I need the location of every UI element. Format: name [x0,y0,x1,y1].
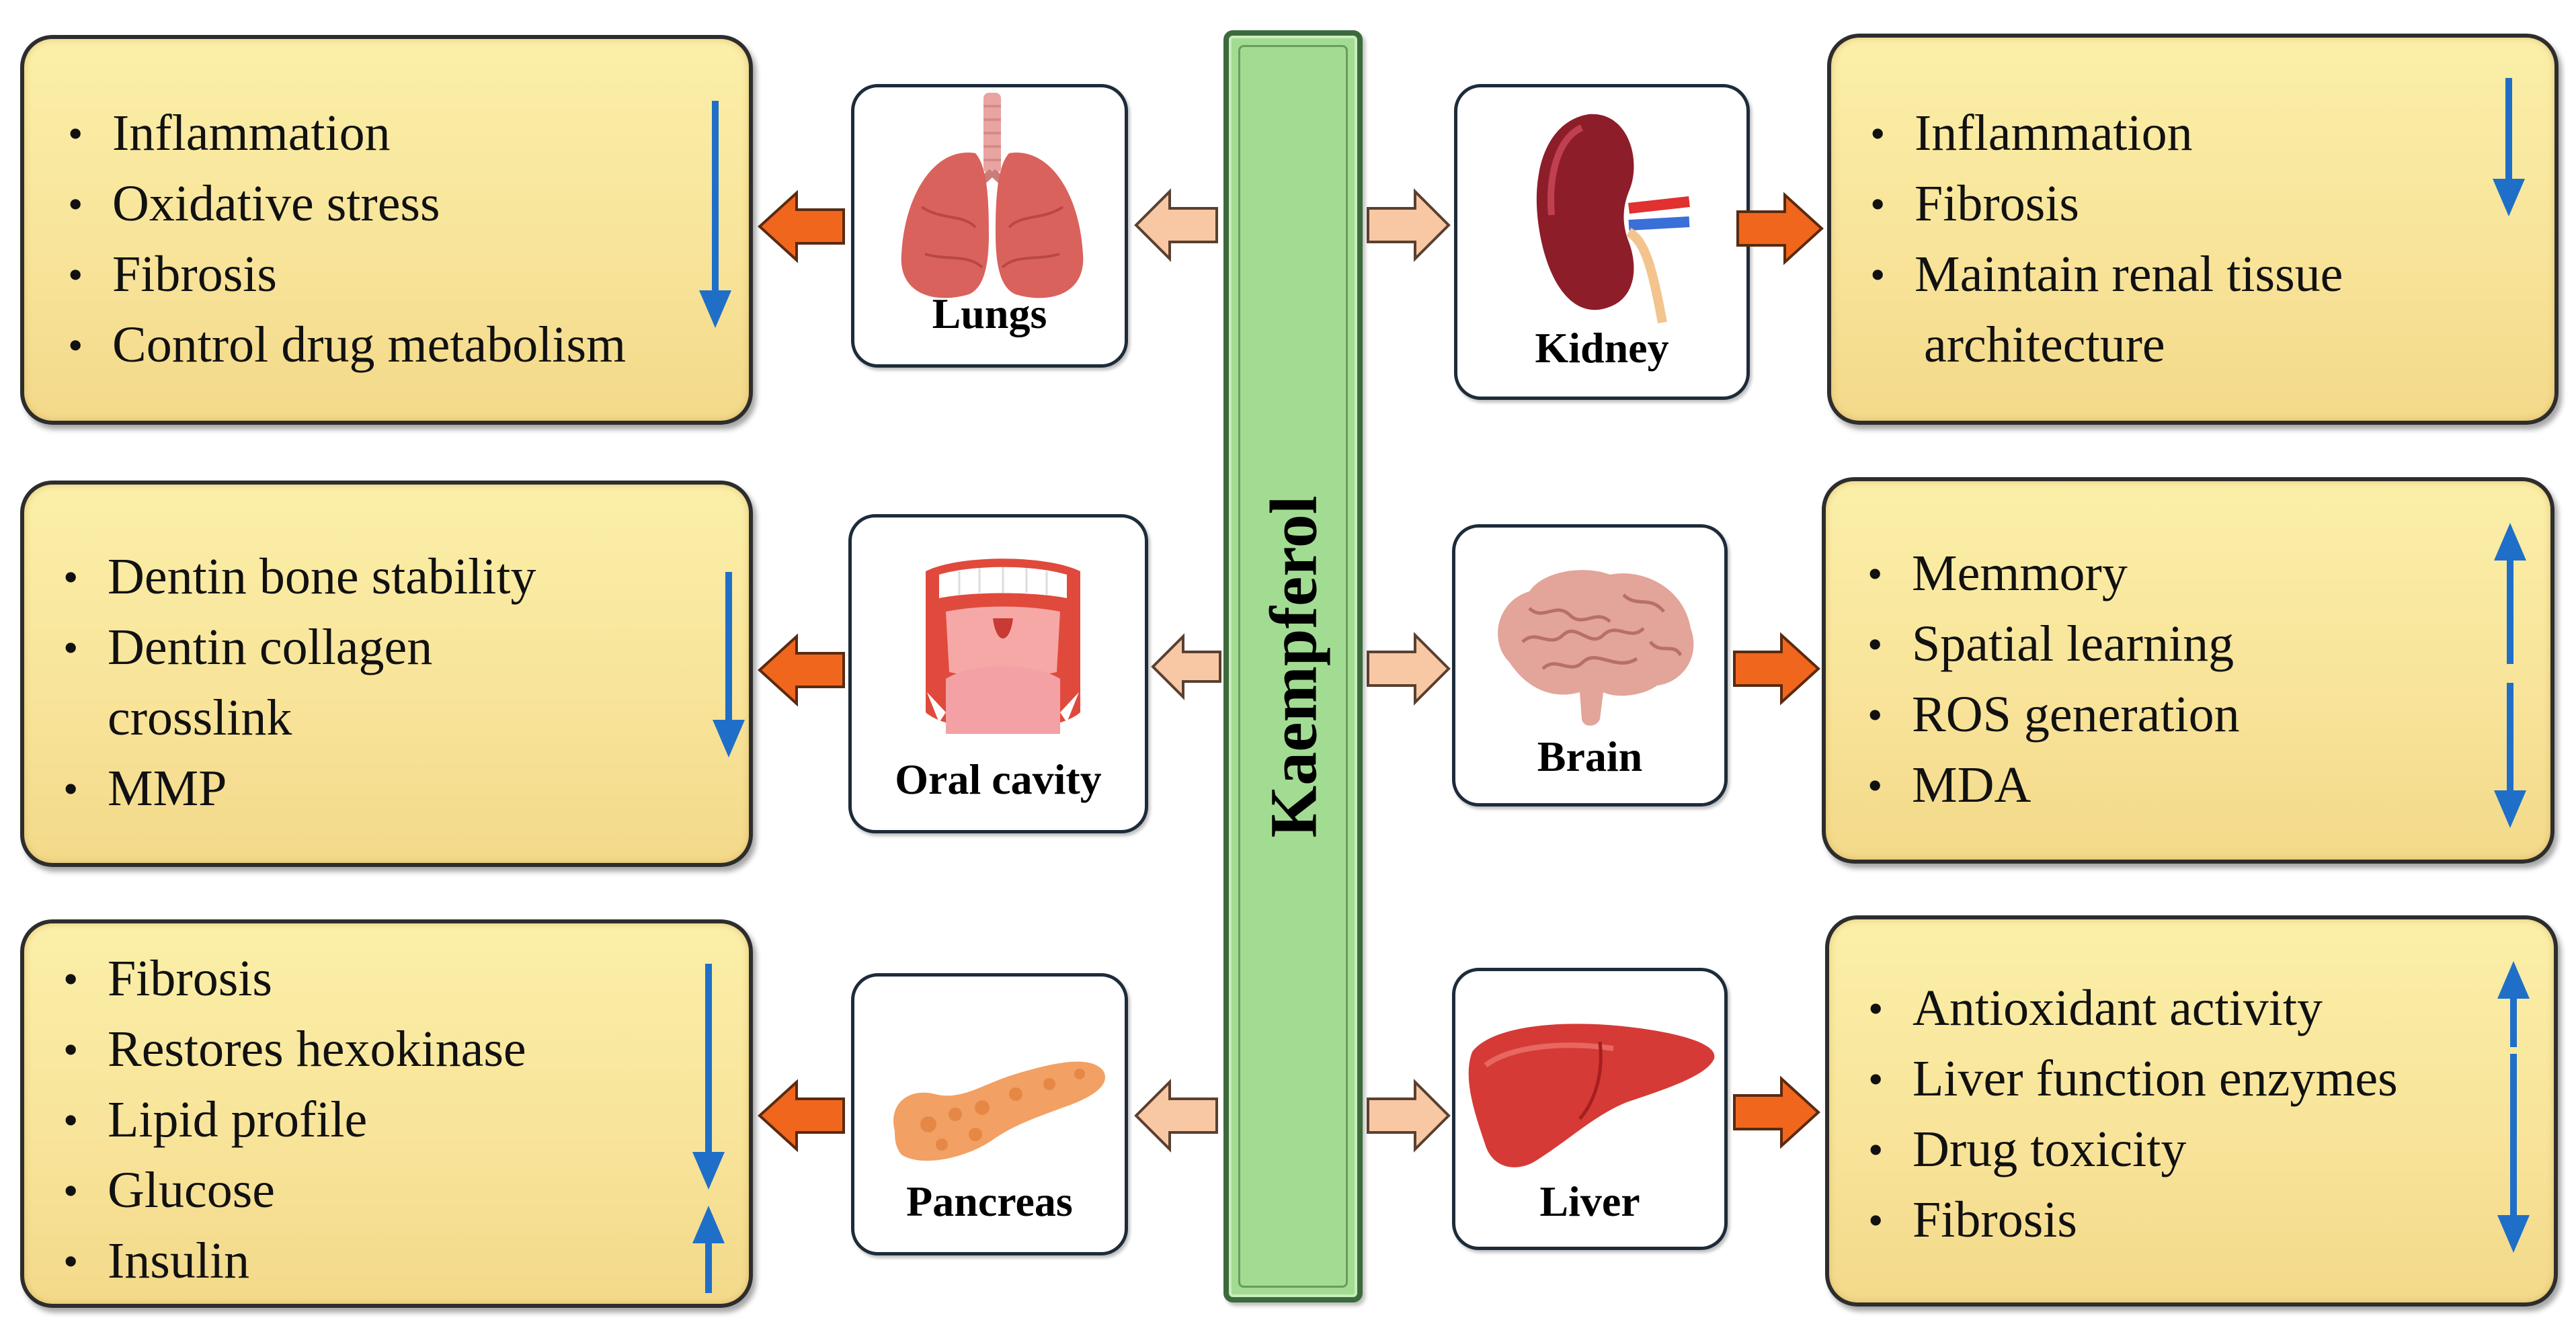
lungs-effect-item: Oxidative stress [68,169,626,239]
kidney-effect-item: Inflammation [1870,98,2343,169]
oral-effects-box: Dentin bone stability Dentin collagen cr… [20,481,753,867]
brain-icon [1498,570,1694,726]
liver-effect-item: Liver function enzymes [1868,1044,2398,1114]
center-bar-inner-border [1238,45,1348,1288]
kidney-trend-down-arrow-icon [2493,78,2525,216]
pancreas-label: Pancreas [906,1177,1073,1225]
oral-cavity-label: Oral cavity [895,755,1102,803]
lungs-effects-box: Inflammation Oxidative stress Fibrosis C… [20,35,753,425]
lungs-label: Lungs [932,290,1047,337]
liver-card: Liver [1452,968,1728,1250]
kidney-effect-item-continuation: architecture [1924,317,2165,373]
pancreas-effects-box: Fibrosis Restores hexokinase Lipid profi… [20,919,753,1308]
brain-effect-item: MDA [1867,750,2240,821]
oral-effect-item: Dentin bone stability [63,542,536,612]
arrow-center-to-brain-icon [1367,632,1451,706]
arrow-lungs-to-effects-icon [758,190,845,263]
center-label: Kaempferol [1256,495,1330,838]
arrow-kidney-to-effects-icon [1736,192,1824,265]
kidney-effects-list: Inflammation Fibrosis Maintain renal tis… [1870,98,2343,380]
arrow-center-to-pancreas-icon [1134,1079,1218,1153]
pancreas-effect-item: Fibrosis [63,944,526,1014]
liver-effects-list: Antioxidant activity Liver function enzy… [1868,973,2398,1255]
kidney-label: Kidney [1535,324,1669,372]
arrow-oral-to-effects-icon [758,633,845,707]
kidney-effect-item: Fibrosis [1870,169,2343,239]
oral-cavity-icon [926,558,1080,734]
arrow-liver-to-effects-icon [1733,1075,1820,1149]
pancreas-icon [893,1061,1105,1161]
pancreas-effect-item: Lipid profile [63,1085,526,1155]
lungs-effect-item: Inflammation [68,98,626,169]
brain-trend-up-arrow-icon [2494,523,2526,664]
brain-effect-item: ROS generation [1867,679,2240,750]
liver-label: Liver [1539,1177,1640,1225]
oral-trend-down-arrow-icon [713,572,745,757]
liver-icon [1468,1024,1715,1167]
arrow-center-to-oral-icon [1151,633,1221,700]
brain-trend-down-arrow-icon [2494,683,2526,828]
lungs-trend-down-arrow-icon [699,101,731,328]
pancreas-card: Pancreas [851,973,1128,1255]
brain-effects-box: Memmory Spatial learning ROS generation … [1822,477,2554,864]
liver-trend-up-arrow-icon [2497,961,2530,1047]
liver-effect-item: Antioxidant activity [1868,973,2398,1044]
lungs-card: Lungs [851,84,1128,368]
liver-trend-down-arrow-icon [2497,1054,2530,1253]
brain-card: Brain [1452,524,1728,806]
pancreas-effects-list: Fibrosis Restores hexokinase Lipid profi… [63,944,526,1296]
arrow-center-to-liver-icon [1367,1079,1451,1153]
arrow-pancreas-to-effects-icon [758,1079,845,1153]
arrow-center-to-kidney-icon [1367,188,1451,262]
pancreas-trend-up-arrow-icon [692,1206,725,1293]
brain-label: Brain [1537,733,1643,780]
oral-effects-list: Dentin bone stability Dentin collagen cr… [63,542,536,824]
brain-effect-item: Spatial learning [1867,609,2240,679]
lungs-effect-item: Fibrosis [68,239,626,310]
arrow-center-to-lungs-icon [1134,188,1218,262]
pancreas-trend-down-arrow-icon [692,964,725,1190]
liver-effect-item: Drug toxicity [1868,1114,2398,1185]
oral-effect-item-continuation: crosslink [108,690,292,746]
lungs-icon [901,93,1084,298]
liver-effects-box: Antioxidant activity Liver function enzy… [1825,915,2558,1307]
oral-effect-item: Dentin collagen [63,612,536,683]
center-bar: Kaempferol [1223,30,1363,1302]
pancreas-effect-item: Restores hexokinase [63,1014,526,1085]
lungs-effects-list: Inflammation Oxidative stress Fibrosis C… [68,98,626,380]
kidney-icon [1536,114,1690,324]
kidney-effects-box: Inflammation Fibrosis Maintain renal tis… [1827,34,2559,425]
brain-effect-item: Memmory [1867,538,2240,609]
oral-effect-item: MMP [63,753,536,824]
pancreas-effect-item: Glucose [63,1155,526,1226]
pancreas-effect-item: Insulin [63,1226,526,1296]
kidney-effect-item: Maintain renal tissue [1870,239,2343,310]
kidney-card: Kidney [1454,84,1750,400]
lungs-effect-item: Control drug metabolism [68,310,626,380]
brain-effects-list: Memmory Spatial learning ROS generation … [1867,538,2240,821]
arrow-brain-to-effects-icon [1733,632,1820,706]
oral-cavity-card: Oral cavity [848,514,1148,833]
liver-effect-item: Fibrosis [1868,1185,2398,1255]
